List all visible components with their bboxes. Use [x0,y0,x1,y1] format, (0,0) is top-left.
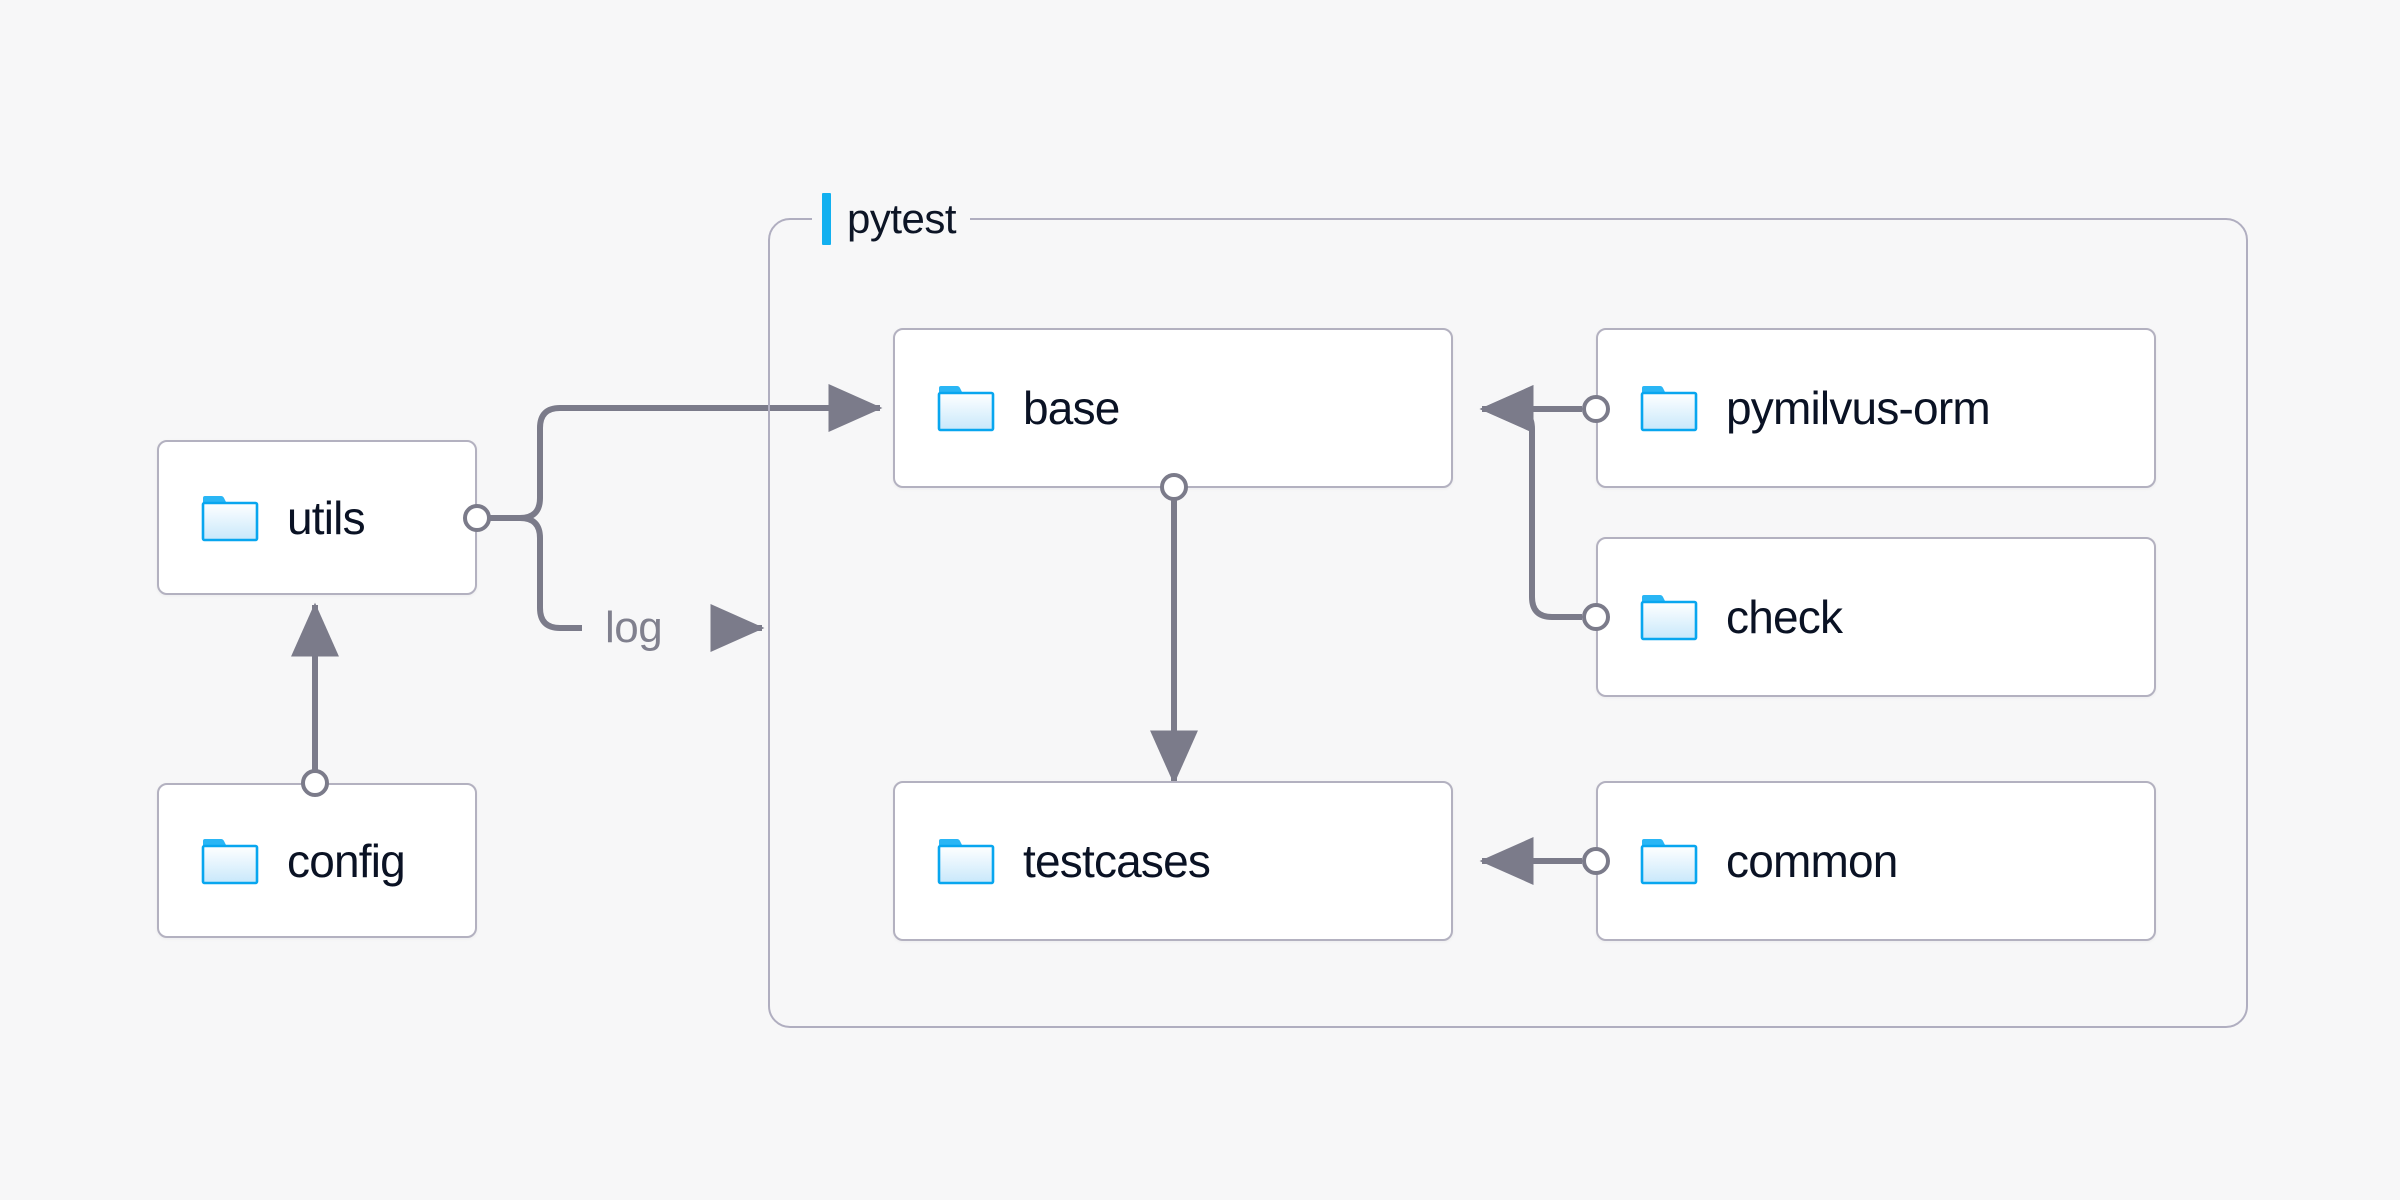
node-check[interactable]: check [1596,537,2156,697]
node-label: check [1726,591,1843,643]
node-label: testcases [1023,835,1211,887]
folder-icon [937,837,995,885]
node-testcases[interactable]: testcases [893,781,1453,941]
folder-icon [201,494,259,542]
node-pymilvus-orm[interactable]: pymilvus-orm [1596,328,2156,488]
folder-icon [1640,837,1698,885]
pytest-group[interactable] [768,218,2248,1028]
node-label: base [1023,382,1120,434]
node-utils[interactable]: utils [157,440,477,595]
group-title: pytest [847,195,957,242]
pytest-group-label: pytest [812,190,971,248]
node-common[interactable]: common [1596,781,2156,941]
port-pymilvus-orm-left[interactable] [1582,395,1610,423]
group-accent-bar [822,193,831,245]
edge-label-log: log [597,604,671,652]
node-base[interactable]: base [893,328,1453,488]
port-common-left[interactable] [1582,847,1610,875]
port-utils-right[interactable] [463,504,491,532]
node-label: utils [287,491,366,544]
folder-icon [1640,593,1698,641]
folder-icon [937,384,995,432]
port-config-top[interactable] [301,769,329,797]
port-check-left[interactable] [1582,603,1610,631]
edge-utils-to-pytest-log [490,515,582,631]
folder-icon [1640,384,1698,432]
node-label: config [287,834,406,887]
folder-icon [201,837,259,885]
port-base-bottom[interactable] [1160,473,1188,501]
node-label: pymilvus-orm [1726,382,1991,434]
node-config[interactable]: config [157,783,477,938]
node-label: common [1726,835,1898,887]
